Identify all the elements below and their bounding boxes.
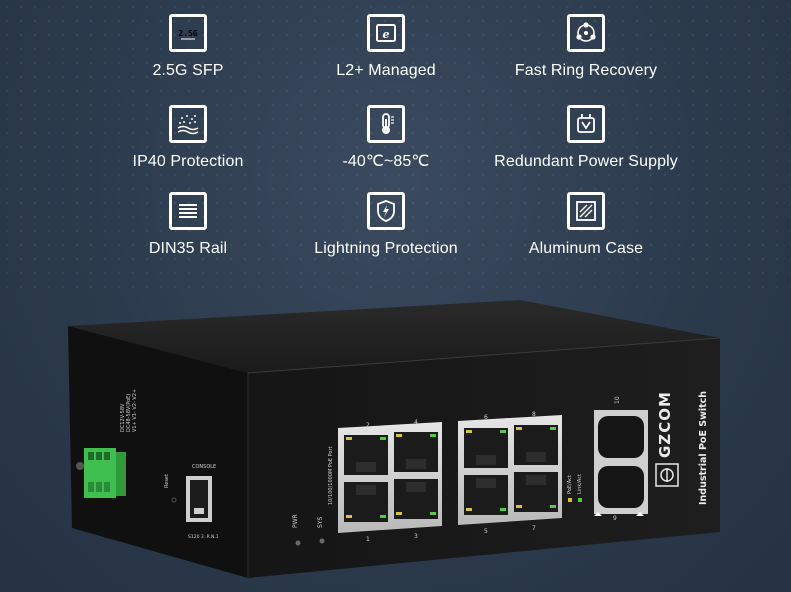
- thermometer-icon: [367, 105, 405, 143]
- rj45-port[interactable]: [464, 475, 508, 515]
- led-sys-label: SYS: [317, 517, 324, 528]
- rj45-port[interactable]: [344, 435, 388, 475]
- rj45-port[interactable]: [514, 472, 558, 512]
- feature-label: IP40 Protection: [132, 153, 244, 170]
- reset-button[interactable]: [171, 497, 177, 503]
- device-top: [68, 300, 720, 373]
- led-sys: [319, 538, 325, 544]
- feature-aluminum-case: Aluminum Case: [476, 192, 696, 258]
- legend-poe-label: PoE/Act: [567, 475, 573, 494]
- sfp-arrow-icon: [594, 512, 602, 516]
- feature-label: Aluminum Case: [528, 240, 644, 257]
- rj45-port[interactable]: [464, 428, 508, 468]
- browser-icon: e: [367, 14, 405, 52]
- console-port[interactable]: [186, 476, 212, 522]
- serial-label: S120 3 .R.N.1: [188, 534, 219, 540]
- feature-label: L2+ Managed: [336, 62, 436, 79]
- model-name: Industrial PoE Switch: [698, 391, 709, 505]
- browser-icon-text: e: [383, 28, 390, 41]
- rj45-port[interactable]: [514, 425, 558, 465]
- feature-label: Lightning Protection: [314, 240, 458, 257]
- port-number-bottom: 7: [532, 525, 536, 532]
- port-number-top: 2: [366, 422, 370, 429]
- port-number-bottom: 5: [484, 528, 488, 535]
- led-pwr-label: PWR: [292, 514, 299, 528]
- legend-link-label: Link/Act: [577, 474, 583, 494]
- aluminum-case-icon: [567, 192, 605, 230]
- reset-label: Reset: [164, 474, 170, 488]
- brand-logo: [655, 463, 679, 487]
- console-label: CONSOLE: [192, 464, 216, 470]
- port-number-top: 8: [532, 411, 536, 418]
- feature-fast-ring-recovery: Fast Ring Recovery: [476, 14, 696, 80]
- rj45-port[interactable]: [394, 479, 438, 519]
- led-pwr: [295, 540, 301, 546]
- sfp-icon-text: 2.5G: [178, 29, 197, 38]
- led-legend: PoE/Act Link/Act: [567, 474, 583, 502]
- port-number-top: 4: [414, 419, 418, 426]
- feature-2-5g-sfp: 2.5G 2.5G SFP: [78, 14, 298, 80]
- ring-network-icon: [567, 14, 605, 52]
- port-number-bottom: 1: [366, 536, 370, 543]
- port-number-bottom: 3: [414, 533, 418, 540]
- power-terminal-block: [76, 448, 126, 498]
- sfp-arrow-icon: [636, 512, 644, 516]
- sfp-number-top: 10: [614, 396, 621, 404]
- feature-label: 2.5G SFP: [152, 62, 224, 79]
- lightning-shield-icon: [367, 192, 405, 230]
- sfp-number-bottom: 9: [613, 515, 617, 522]
- port-group-label: 10/100/1000M PoE Port: [328, 447, 334, 505]
- power-spec-label-2: DC48-58V(PoE): [126, 394, 132, 432]
- power-supply-icon: [567, 105, 605, 143]
- dust-protection-icon: [169, 105, 207, 143]
- rj45-port[interactable]: [344, 482, 388, 522]
- feature-label: -40℃~85℃: [342, 153, 430, 170]
- din-rail-icon: [169, 192, 207, 230]
- rj45-port[interactable]: [394, 432, 438, 472]
- feature-din35-rail: DIN35 Rail: [78, 192, 298, 258]
- power-terminal-label: V1+ V1- V2- V2+: [132, 389, 138, 432]
- sfp-port[interactable]: [598, 466, 644, 508]
- feature-l2-managed: e L2+ Managed: [276, 14, 496, 80]
- feature-lightning-protection: Lightning Protection: [276, 192, 496, 258]
- feature-label: Fast Ring Recovery: [514, 62, 658, 79]
- power-spec-label-1: DC12V-58V: [120, 403, 126, 432]
- feature-label: Redundant Power Supply: [494, 153, 678, 170]
- sfp-icon: 2.5G: [169, 14, 207, 52]
- feature-ip40-protection: IP40 Protection: [78, 105, 298, 171]
- sfp-port[interactable]: [598, 416, 644, 458]
- port-number-top: 6: [484, 414, 488, 421]
- feature-label: DIN35 Rail: [148, 240, 228, 257]
- brand-name: GZCOM: [656, 391, 674, 458]
- feature-redundant-power-supply: Redundant Power Supply: [476, 105, 696, 171]
- feature-temperature-range: -40℃~85℃: [276, 105, 496, 171]
